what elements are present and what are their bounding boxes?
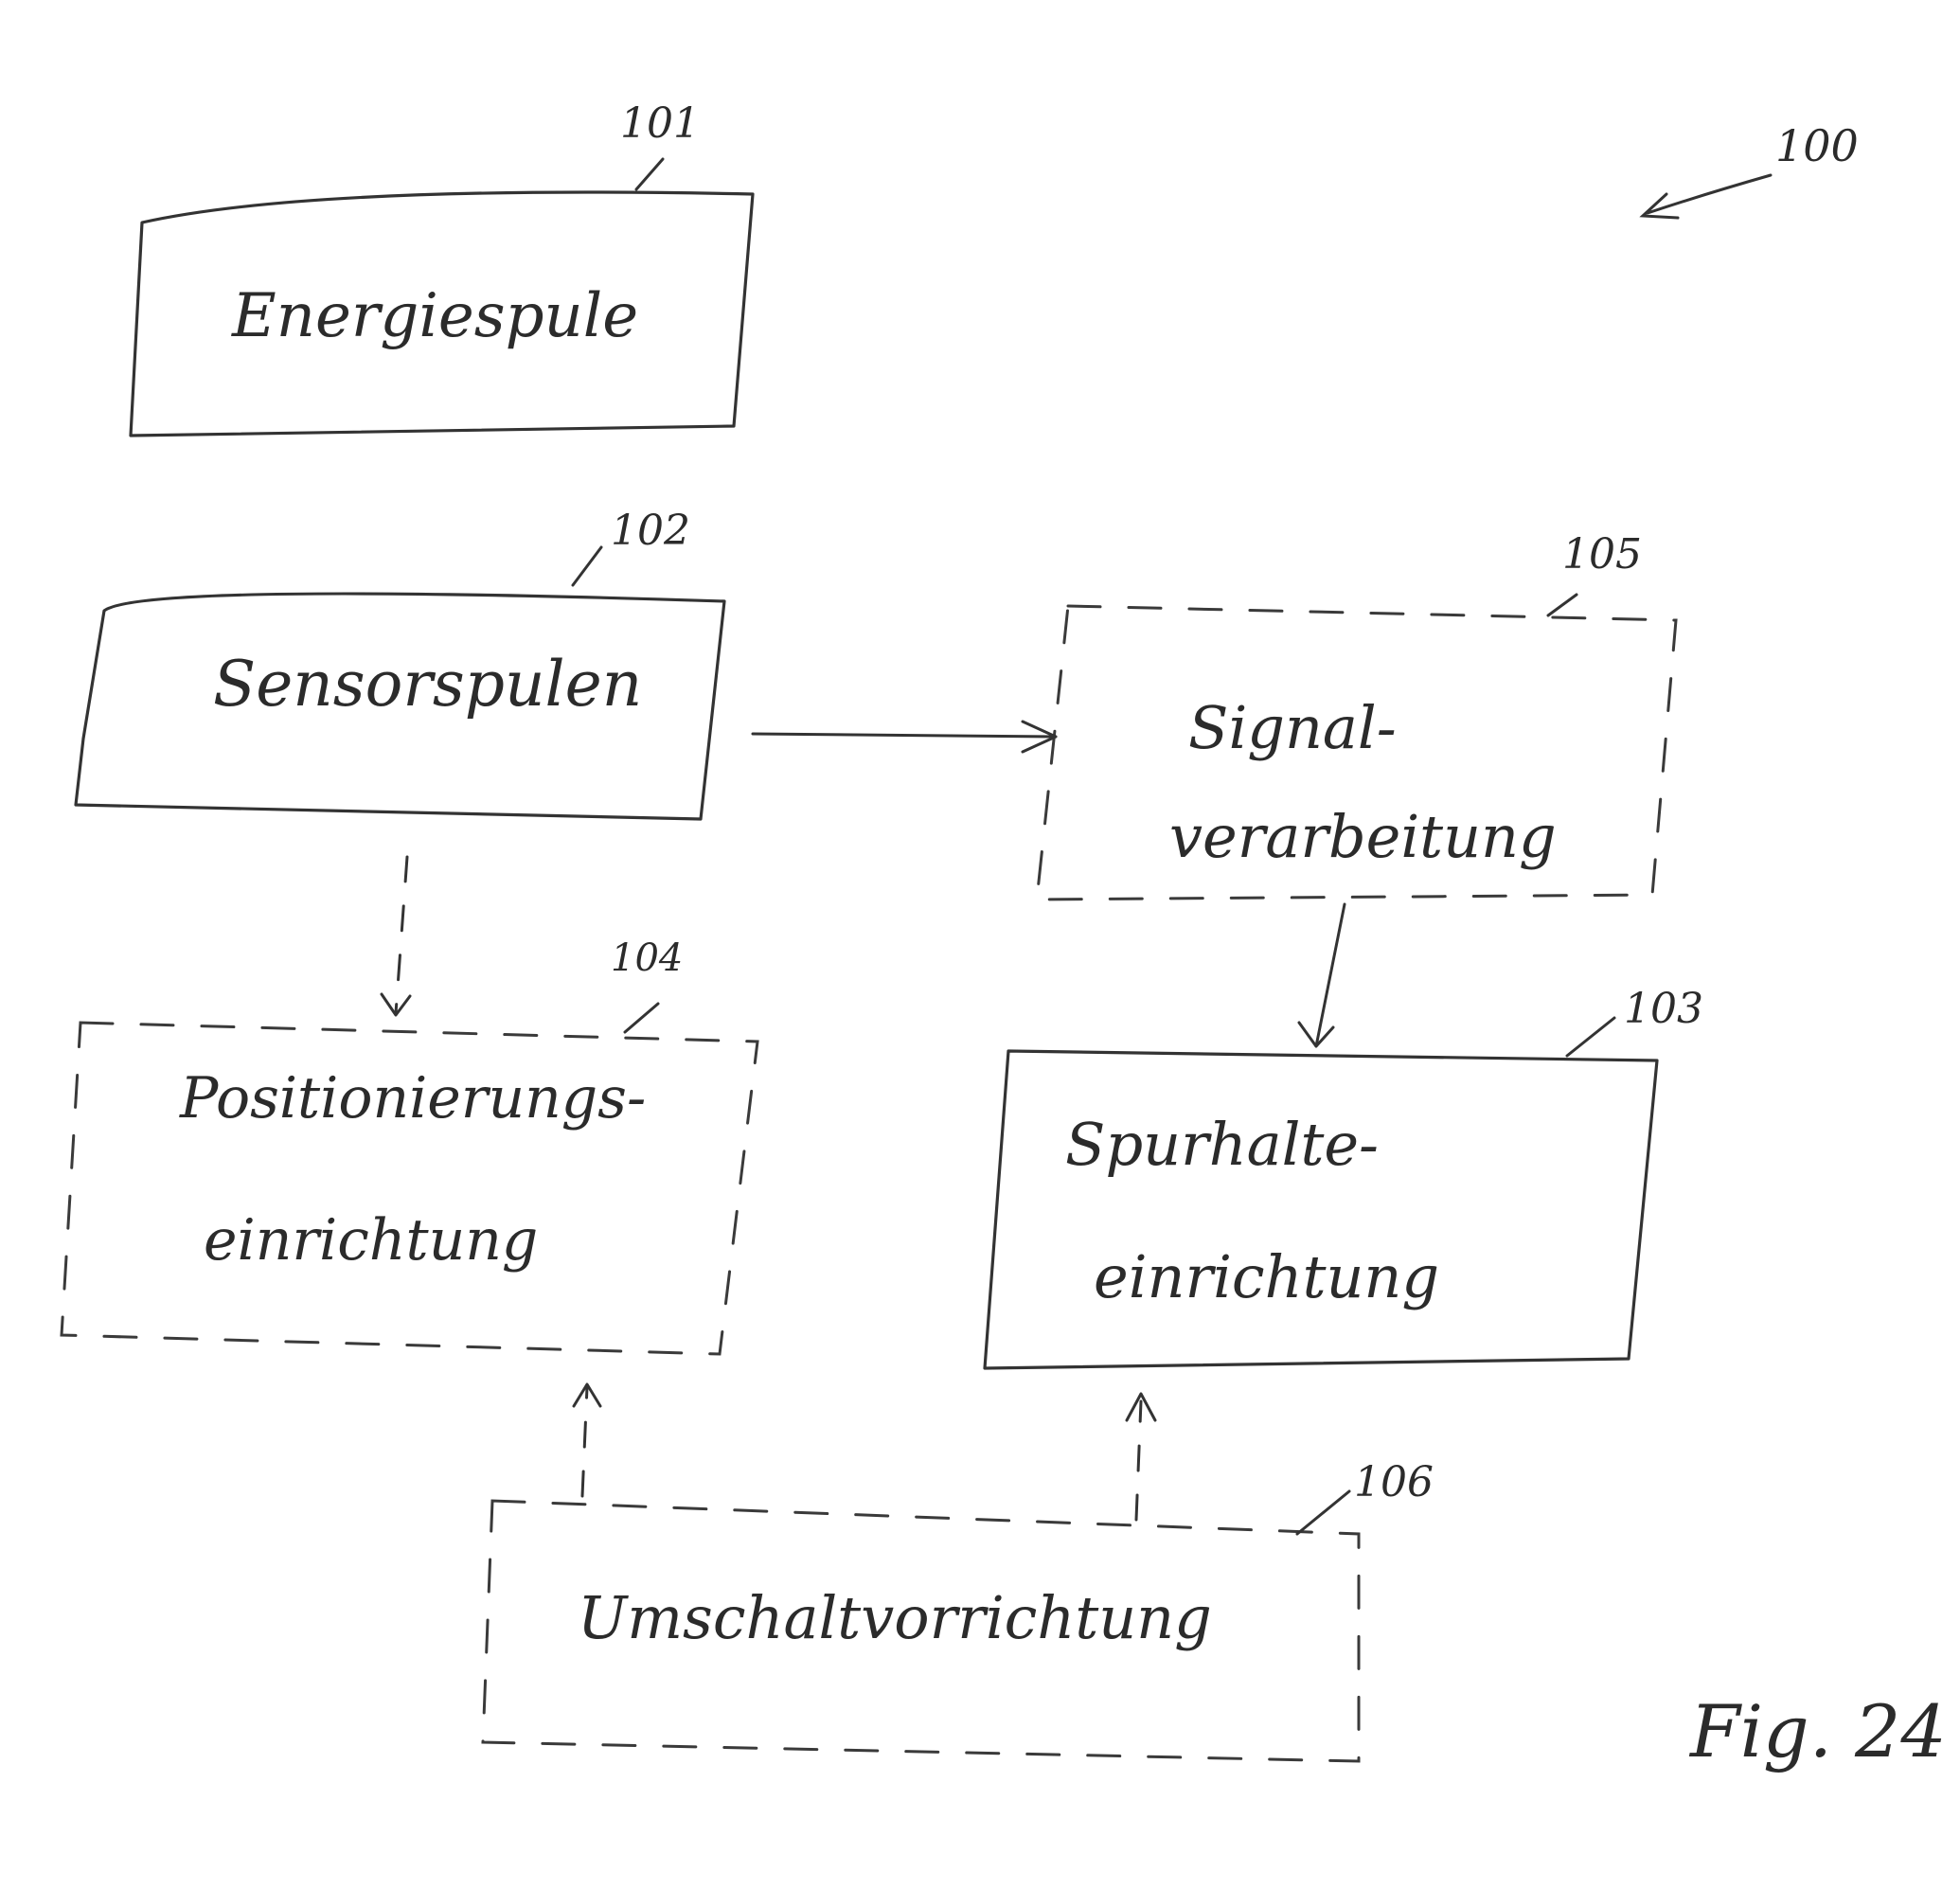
system-reference: 100 bbox=[1639, 120, 1859, 220]
lane-keeping-block: Spurhalte- einrichtung 103 bbox=[983, 985, 1703, 1370]
sensor-coils-leader bbox=[571, 545, 603, 587]
arrow-switching-to-positioning bbox=[572, 1382, 602, 1498]
switching-leader bbox=[1295, 1489, 1351, 1536]
sensor-coils-label: Sensorspulen bbox=[213, 648, 642, 721]
positioning-block: Positionierungs- einrichtung 104 bbox=[60, 936, 759, 1356]
signal-processing-label-line1: Signal- bbox=[1188, 693, 1397, 762]
energy-coil-label: Energiespule bbox=[231, 281, 638, 351]
positioning-label-line1: Positionierungs- bbox=[179, 1065, 646, 1132]
arrow-switching-to-lane-keeping bbox=[1125, 1392, 1157, 1522]
arrow-signal-to-lane-keeping bbox=[1297, 902, 1346, 1048]
signal-processing-label-line2: verarbeitung bbox=[1169, 802, 1557, 871]
system-reference-number: 100 bbox=[1775, 120, 1859, 171]
lane-keeping-label-line1: Spurhalte- bbox=[1065, 1110, 1379, 1179]
energy-coil-leader bbox=[634, 157, 665, 191]
positioning-leader bbox=[623, 1002, 660, 1034]
switching-block: Umschaltvorrichtung 106 bbox=[481, 1458, 1434, 1763]
lane-keeping-ref: 103 bbox=[1624, 985, 1703, 1033]
energy-coil-block: Energiespule 101 bbox=[129, 99, 755, 437]
sensor-coils-ref: 102 bbox=[611, 507, 690, 555]
system-reference-arrow-icon bbox=[1639, 173, 1773, 220]
switching-ref: 106 bbox=[1354, 1458, 1434, 1506]
lane-keeping-label-line2: einrichtung bbox=[1094, 1242, 1439, 1311]
arrow-sensor-to-positioning bbox=[380, 855, 412, 1017]
figure-label: Fig. 24 bbox=[1688, 1689, 1947, 1773]
arrow-sensor-to-signal bbox=[751, 720, 1058, 754]
lane-keeping-leader bbox=[1565, 1016, 1616, 1058]
signal-processing-leader bbox=[1546, 593, 1578, 617]
signal-processing-block: Signal- verarbeitung 105 bbox=[1035, 530, 1678, 901]
sensor-coils-block: Sensorspulen 102 bbox=[74, 507, 726, 821]
positioning-ref: 104 bbox=[611, 936, 683, 980]
energy-coil-ref: 101 bbox=[620, 99, 700, 148]
signal-processing-ref: 105 bbox=[1562, 530, 1642, 579]
positioning-label-line2: einrichtung bbox=[204, 1207, 538, 1274]
switching-label: Umschaltvorrichtung bbox=[578, 1583, 1212, 1652]
